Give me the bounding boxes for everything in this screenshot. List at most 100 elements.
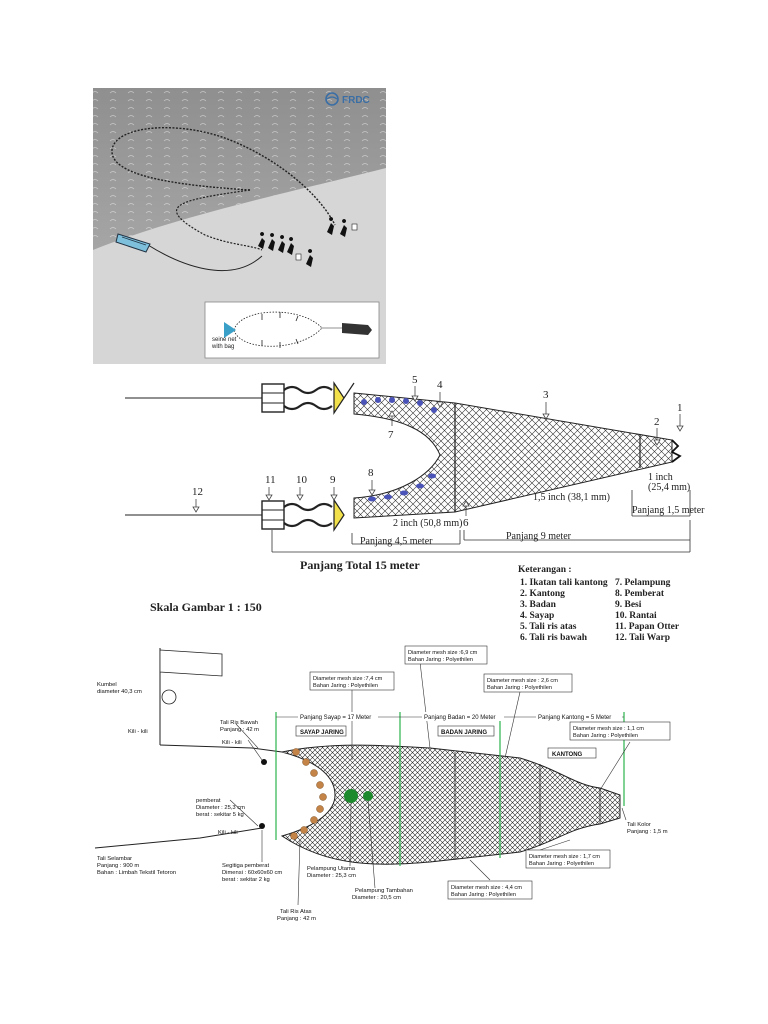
- section-labels: SAYAP JARING BADAN JARING KANTONG: [300, 730, 583, 758]
- label-boxes: [295, 645, 671, 900]
- length-badan-label: Panjang 9 meter: [506, 531, 572, 542]
- mesh-17-line2: Bahan Jaring : Polyethilen: [529, 861, 594, 867]
- mesh-11-line1: Diameter mesh size : 1,1 cm: [573, 726, 644, 732]
- tali-selambar-rope: [94, 827, 263, 849]
- callout-5: 5: [412, 374, 418, 386]
- otter-board-top: [261, 383, 285, 413]
- tali-kolor-line2: Panjang : 1,5 m: [627, 829, 668, 835]
- kili-low-label: Kili - kili: [218, 830, 238, 836]
- kili-mid-label: Kili - kili: [222, 740, 242, 746]
- codend-knot: [670, 439, 682, 463]
- kumbel-buoy: [161, 689, 177, 705]
- tali-kolor-line1: Tali Kolor: [627, 822, 651, 828]
- kili-low-weight: [259, 823, 265, 829]
- iron-bar-bottom: [333, 498, 345, 532]
- section-dividers: [454, 752, 601, 860]
- mesh-11-line2: Bahan Jaring : Polyethilen: [573, 733, 638, 739]
- section-badan: BADAN JARING: [441, 730, 487, 736]
- seine-net-lower: [176, 189, 263, 251]
- bag-shape: [224, 322, 236, 338]
- length-sayap-detail: Panjang Sayap = 17 Meter: [300, 715, 371, 721]
- iron-bar-top: [333, 381, 355, 415]
- length-badan-detail: Panjang Badan = 20 Meter: [424, 715, 496, 721]
- otter-board-bottom: [261, 500, 285, 530]
- panel-trawl-net-schematic: 1 2 3 4 5 6 7 8 9 10 11 12: [125, 374, 705, 643]
- bucket-icon-2: [295, 253, 302, 261]
- mesh-74-line2: Bahan Jaring : Polyethilen: [313, 683, 378, 689]
- legend-item-11: 11. Papan Otter: [615, 622, 680, 632]
- mesh-26-line1: Diameter mesh size : 2,6 cm: [487, 678, 558, 684]
- legend-item-2: 2. Kantong: [520, 589, 565, 599]
- sinkers-arc: [290, 748, 327, 840]
- legend-title: Keterangan :: [518, 565, 572, 575]
- pelampung-utama-line1: Pelampung Utama: [307, 866, 356, 872]
- mesh-1inch-label: 1 inch: [648, 472, 673, 483]
- callout-4: 4: [437, 379, 443, 391]
- pemberat-line3: berat : sekitar 5 kg: [196, 812, 244, 818]
- legend-item-9: 9. Besi: [615, 600, 642, 610]
- length-sayap-label: Panjang 4,5 meter: [360, 536, 433, 547]
- tali-ris-atas-line2: Panjang : 42 m: [277, 916, 316, 922]
- callout-numbers: 1 2 3 4 5 6 7 8 9 10 11 12: [192, 374, 683, 529]
- length-kantong-detail: Panjang Kantong = 5 Meter: [538, 715, 611, 721]
- section-kantong: KANTONG: [552, 752, 583, 758]
- callout-9: 9: [330, 474, 336, 486]
- pelampung-tambahan-line1: Pelampung Tambahan: [355, 888, 413, 894]
- legend-item-5: 5. Tali ris atas: [520, 622, 577, 632]
- inset-boat: [342, 323, 372, 335]
- panel-beach-seine-illustration: FRDC: [93, 88, 386, 364]
- segitiga-line2: Dimensi : 60x60x60 cm: [222, 870, 282, 876]
- segitiga-line1: Segitiga pemberat: [222, 863, 269, 869]
- mesh-17-line1: Diameter mesh size : 1,7 cm: [529, 854, 600, 860]
- fishermen-group: [258, 217, 347, 267]
- pelampung-tambahan-line2: Diameter : 20,5 cm: [352, 895, 401, 901]
- callout-12: 12: [192, 486, 203, 498]
- left-annotations: Kumbel diameter 40,3 cm Tali Ris Bawah P…: [97, 682, 668, 922]
- legend-item-4: 4. Sayap: [520, 611, 554, 621]
- chain-bottom: [283, 502, 333, 528]
- chain-top: [283, 385, 333, 411]
- length-total-label: Panjang Total 15 meter: [300, 558, 420, 572]
- callout-10: 10: [296, 474, 308, 486]
- callout-1: 1: [677, 402, 683, 414]
- flag-icon: [159, 649, 223, 677]
- kili-top-weight: [261, 759, 267, 765]
- mesh-44-line1: Diameter mesh size : 4,4 cm: [451, 885, 522, 891]
- mesh-26-line2: Bahan Jaring : Polyethilen: [487, 685, 552, 691]
- sinkers-lower: [368, 473, 436, 502]
- tali-selambar-line2: Panjang : 900 m: [97, 863, 139, 869]
- section-sayap: SAYAP JARING: [300, 730, 344, 736]
- legend-item-3: 3. Badan: [520, 600, 557, 610]
- mesh-15inch-label: 1,5 inch (38,1 mm): [533, 492, 610, 503]
- haul-rope: [147, 244, 263, 271]
- dimension-lines: [271, 490, 691, 553]
- additional-float: [363, 791, 373, 801]
- scale-label: Skala Gambar 1 : 150: [150, 600, 262, 614]
- mesh-69-line1: Diameter mesh size :6,9 cm: [408, 650, 478, 656]
- frdc-logo: FRDC: [325, 92, 370, 106]
- net-body-detailed: [280, 744, 621, 865]
- rowboat: [115, 233, 151, 253]
- tali-selambar-line3: Bahan : Limbah Tekstil Tetoron: [97, 870, 176, 876]
- mesh-74-line1: Diameter mesh size :7,4 cm: [313, 676, 383, 682]
- tali-selambar-line1: Tali Selambar: [97, 856, 132, 862]
- tali-ris-bawah-line1: Tali Ris Bawah: [220, 720, 258, 726]
- pelampung-utama-line2: Diameter : 25,3 cm: [307, 873, 356, 879]
- callout-3: 3: [543, 389, 549, 401]
- inset-seine-with-bag: seine net with bag: [204, 301, 380, 359]
- leader-lines: [229, 661, 631, 906]
- callout-7: 7: [388, 429, 394, 441]
- mesh-44-line2: Bahan Jaring : Polyethilen: [451, 892, 516, 898]
- mesh-69-line2: Bahan Jaring : Polyethilen: [408, 657, 473, 663]
- logo-text: FRDC: [342, 95, 370, 106]
- inset-label-line1: seine net: [212, 337, 237, 343]
- segitiga-line3: berat : sekitar 2 kg: [222, 877, 270, 883]
- pemberat-line2: Diameter : 25,3 cm: [196, 805, 245, 811]
- legend-item-10: 10. Rantai: [615, 611, 657, 621]
- kili-top-label: Kili - kili: [128, 729, 148, 735]
- trawl-net-body: [353, 392, 673, 519]
- legend: Keterangan : 1. Ikatan tali kantong 2. K…: [518, 565, 680, 643]
- kumbel-line2: diameter 40,3 cm: [97, 689, 142, 695]
- tali-ris-atas-line1: Tali Ris Atas: [280, 909, 312, 915]
